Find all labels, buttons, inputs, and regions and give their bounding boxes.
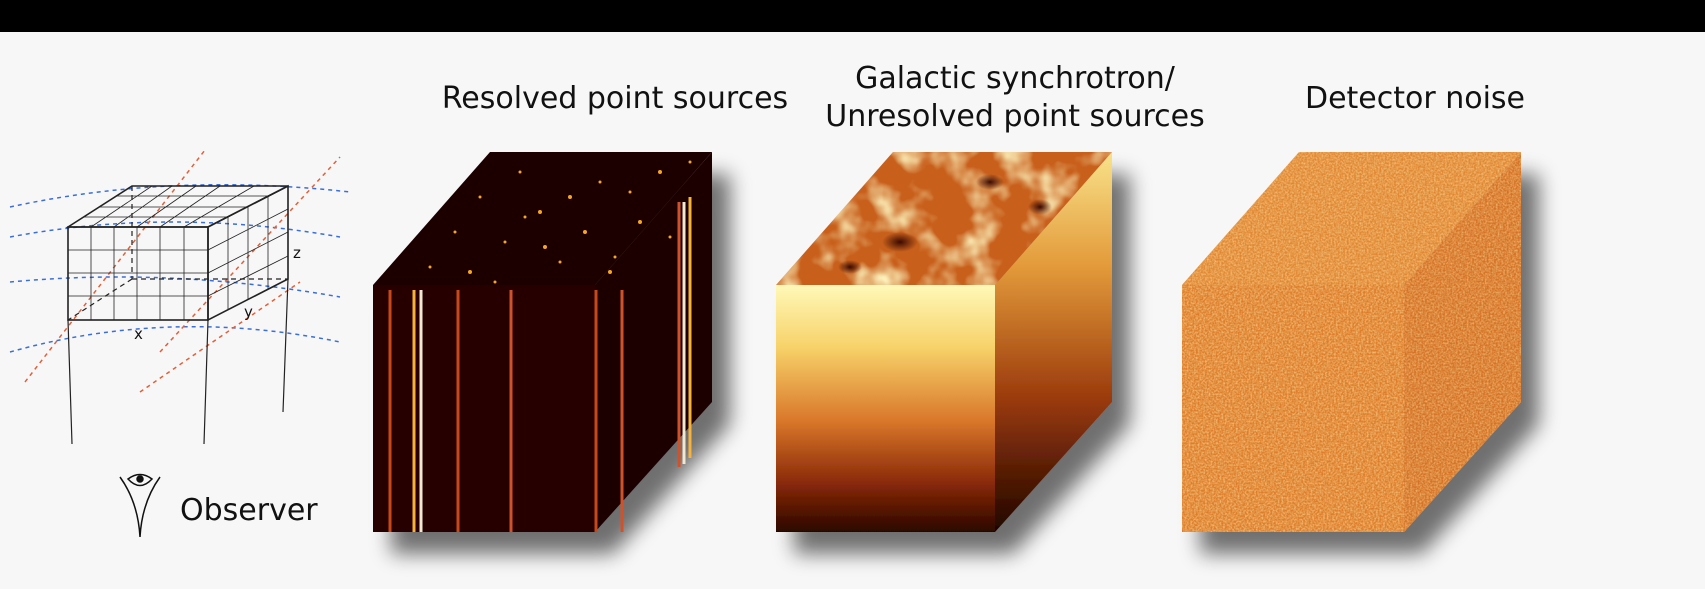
- cube-front-face: [373, 285, 595, 532]
- observer-label: Observer: [180, 493, 318, 528]
- point-source-lines: [388, 197, 692, 532]
- figure-canvas: x y z: [0, 32, 1705, 589]
- field-line-red: [139, 281, 301, 393]
- noise-texture: [1182, 152, 1521, 532]
- axis-z-label: z: [293, 244, 301, 262]
- synchrotron-texture: [776, 152, 1112, 285]
- axis-x-label: x: [134, 325, 143, 343]
- observer-eye-icon: [119, 473, 161, 538]
- galactic-title-line1: Galactic synchrotron/: [855, 61, 1175, 96]
- field-line-blue: [9, 276, 341, 298]
- cube-side-face: [995, 152, 1112, 532]
- detector-noise-title: Detector noise: [1304, 81, 1526, 116]
- resolved-sources-title: Resolved point sources: [441, 81, 789, 116]
- axis-y-label: y: [244, 303, 253, 321]
- field-line-blue: [9, 221, 341, 238]
- field-line-red: [24, 149, 206, 383]
- galactic-title-line2: Unresolved point sources: [825, 99, 1205, 134]
- figure-svg: x y z: [9, 149, 1521, 538]
- galactic-synchrotron-title: Galactic synchrotron/ Unresolved point s…: [795, 60, 1235, 136]
- cube-front-face: [776, 285, 995, 532]
- point-source-dots: [428, 160, 692, 284]
- resolved-cube: [373, 152, 712, 532]
- cube-top-face: [373, 152, 712, 285]
- field-line-blue: [9, 325, 341, 353]
- field-line-blue: [9, 183, 351, 208]
- geometry-panel: x y z: [9, 149, 351, 538]
